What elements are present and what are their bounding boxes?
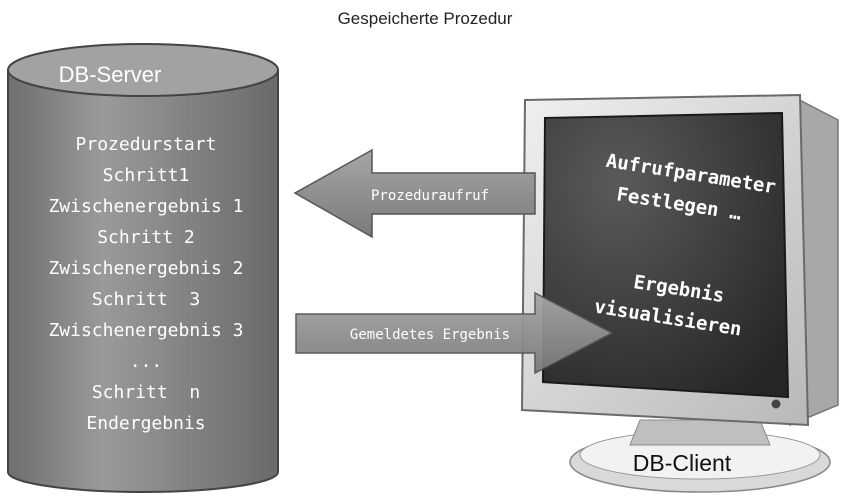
- result-arrow-label: Gemeldetes Ergebnis: [350, 327, 510, 343]
- power-button-icon: [771, 399, 781, 409]
- server-step: Zwischenergebnis 3: [48, 320, 243, 341]
- server-step: Schritt 2: [97, 227, 195, 248]
- server-step: Schritt 3: [92, 289, 200, 310]
- diagram-title: Gespeicherte Prozedur: [338, 9, 513, 28]
- server-step: Schritt n: [92, 382, 200, 403]
- server-step-list: Prozedurstart Schritt1 Zwischenergebnis …: [48, 134, 243, 434]
- result-arrow: [295, 291, 614, 375]
- db-server-label: DB-Server: [59, 62, 162, 87]
- server-step: Zwischenergebnis 2: [48, 258, 243, 279]
- monitor-screen: [541, 111, 790, 399]
- server-step: Schritt1: [103, 165, 190, 186]
- db-server-cylinder: [7, 43, 279, 493]
- call-arrow: [293, 148, 536, 239]
- db-client-label: DB-Client: [633, 450, 732, 476]
- server-step: ...: [130, 351, 163, 372]
- call-arrow-label: Prozeduraufruf: [371, 188, 489, 204]
- server-step: Zwischenergebnis 1: [48, 196, 243, 217]
- server-step: Prozedurstart: [76, 134, 217, 155]
- server-step: Endergebnis: [86, 413, 205, 434]
